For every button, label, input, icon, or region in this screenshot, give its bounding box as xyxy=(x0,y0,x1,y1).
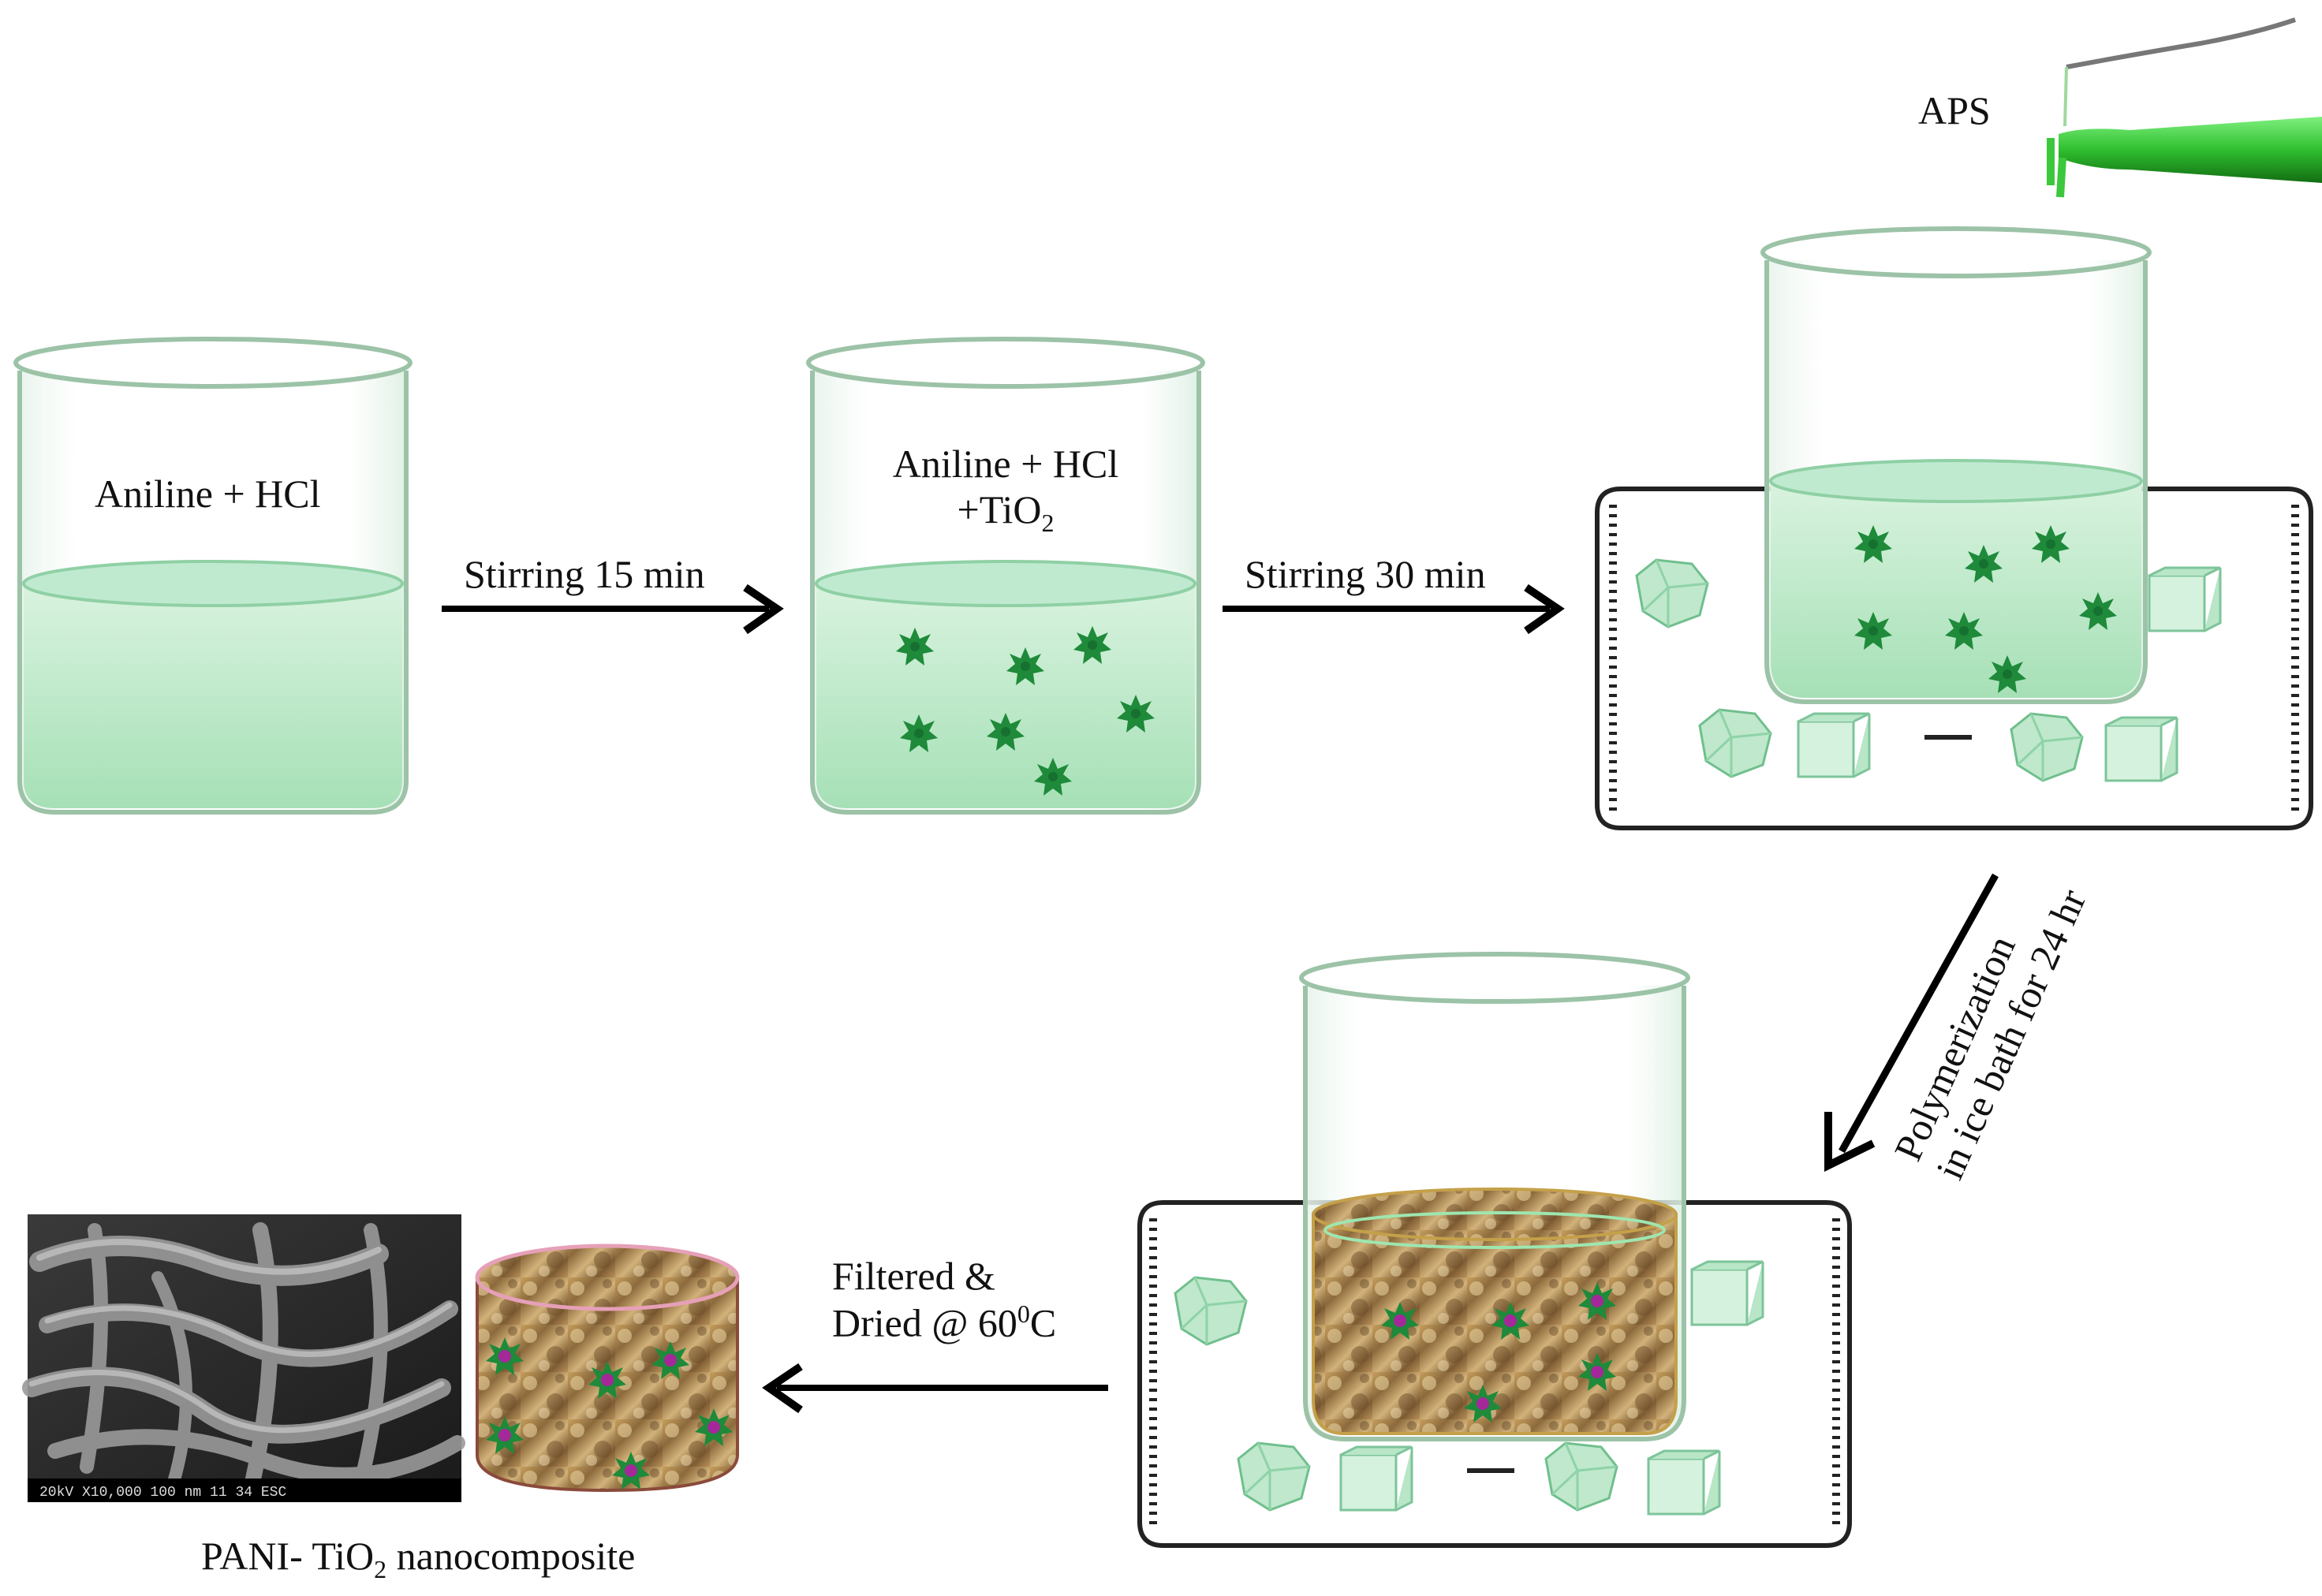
beaker-2-label-line2: +TiO2 xyxy=(868,487,1144,538)
beaker-3 xyxy=(1760,226,2152,704)
sem-image: 20kV X10,000 100 nm 11 34 ESC xyxy=(22,1214,465,1502)
arrow-step-2 xyxy=(1223,584,1565,635)
step-4-label-line1: Filtered & xyxy=(832,1254,995,1298)
beaker-2-label: Aniline + HCl +TiO2 xyxy=(868,442,1144,537)
tio2-subscript: 2 xyxy=(1041,508,1055,537)
arrow-step-3 xyxy=(1824,873,1999,1173)
step-2-label: Stirring 30 min xyxy=(1245,552,1486,596)
degree-sup: 0 xyxy=(1017,1299,1030,1328)
tio2-text: +TiO xyxy=(957,487,1042,531)
beaker-3-liquid xyxy=(1771,481,2141,698)
beaker-2-liquid xyxy=(816,584,1195,808)
beaker-1-liquid xyxy=(24,584,402,808)
beaker-1 xyxy=(13,337,413,815)
aps-label: APS xyxy=(1918,88,1991,132)
beaker-2-label-line1: Aniline + HCl xyxy=(892,442,1119,486)
product-caption-sub: 2 xyxy=(374,1555,387,1583)
sem-scale-text: 20kV X10,000 100 nm 11 34 ESC xyxy=(39,1485,286,1501)
step-1-label: Stirring 15 min xyxy=(464,552,705,596)
arrow-step-4 xyxy=(762,1363,1108,1414)
aps-bottle xyxy=(2047,17,2322,198)
step-4-label: Filtered & Dried @ 600C xyxy=(832,1254,1056,1346)
product-cylinder xyxy=(475,1244,740,1493)
product-caption-prefix: PANI- TiO xyxy=(201,1534,375,1578)
product-caption: PANI- TiO2 nanocomposite xyxy=(201,1534,635,1584)
beaker-2 xyxy=(806,337,1205,815)
dried-text: Dried @ 60 xyxy=(832,1300,1017,1345)
beaker-4 xyxy=(1299,952,1690,1441)
celsius-text: C xyxy=(1029,1300,1057,1345)
product-caption-suffix: nanocomposite xyxy=(386,1534,636,1578)
step-4-label-line2: Dried @ 600C xyxy=(832,1300,1056,1346)
arrow-step-1 xyxy=(442,584,784,635)
beaker-1-label: Aniline + HCl xyxy=(95,472,321,516)
